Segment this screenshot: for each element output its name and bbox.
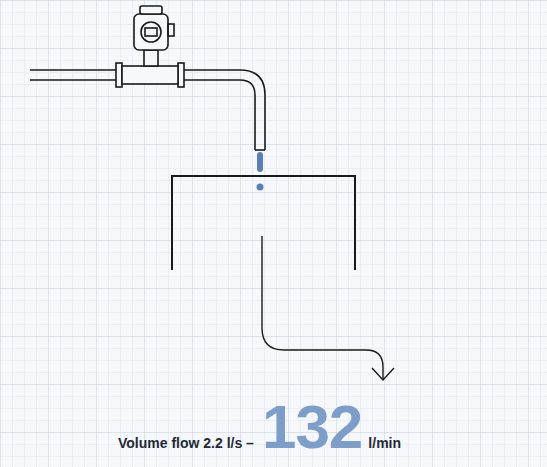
caption-row: Volume flow 2.2 l/s – 132 l/min (118, 396, 401, 458)
flow-unit: l/min (368, 435, 401, 451)
flow-meter (30, 6, 265, 150)
water-drops (257, 152, 264, 191)
flow-value: 132 (262, 396, 362, 458)
flow-caption: Volume flow 2.2 l/s – (118, 435, 254, 451)
container (172, 176, 355, 270)
flow-arrow (262, 236, 394, 380)
